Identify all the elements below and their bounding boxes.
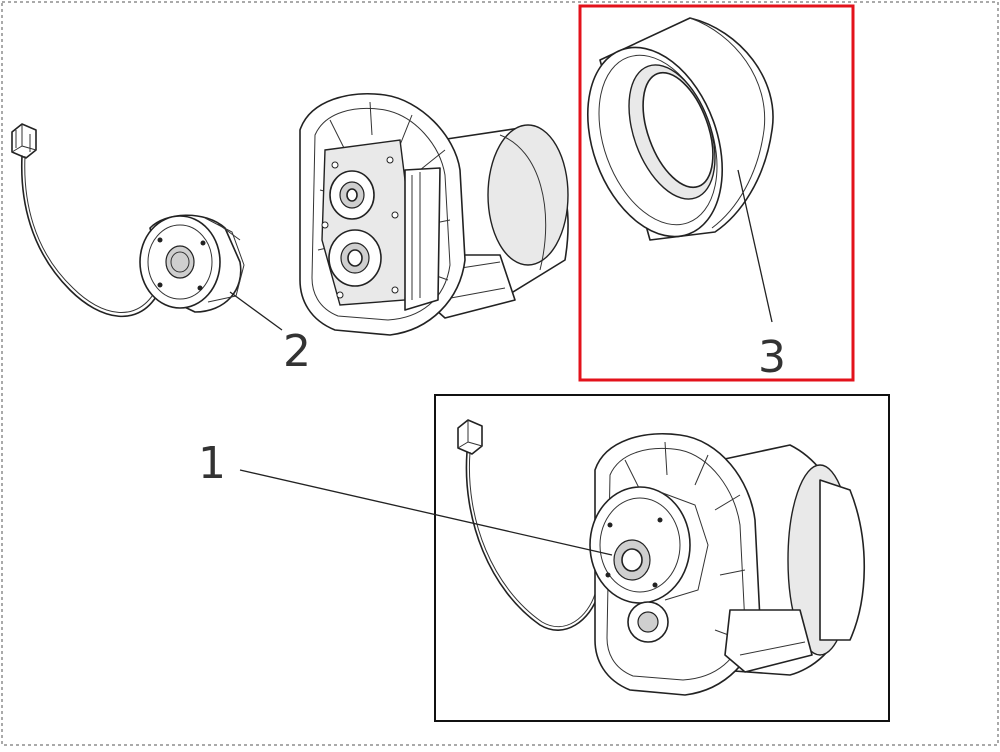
assembled-cable bbox=[465, 451, 599, 631]
gearbox-housing-exploded bbox=[299, 92, 569, 336]
brake-cable bbox=[20, 155, 161, 318]
callout-3: 3 bbox=[758, 332, 786, 383]
leader-line-2 bbox=[229, 291, 283, 331]
brake-bore bbox=[165, 245, 195, 279]
assembled-connector-icon bbox=[457, 419, 483, 455]
leader-line-3 bbox=[737, 169, 773, 323]
callout-2: 2 bbox=[283, 326, 311, 377]
assembled-gearmotor bbox=[457, 419, 866, 696]
assembled-unit-box bbox=[434, 394, 890, 722]
highlight-box-part-3 bbox=[578, 4, 855, 382]
part-2-brake-unit bbox=[11, 123, 245, 318]
leader-line-1 bbox=[239, 469, 613, 556]
cable-connector-icon bbox=[11, 123, 37, 159]
callout-1: 1 bbox=[198, 438, 226, 489]
part-3-sleeve-ring bbox=[586, 17, 774, 241]
